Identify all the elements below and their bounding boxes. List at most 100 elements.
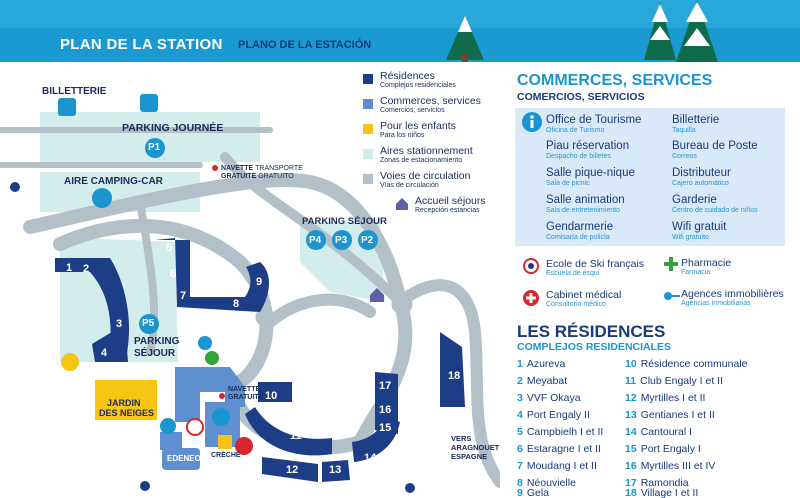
residences-subtitle: COMPLEJOS RESIDENCIALES <box>517 341 672 353</box>
aire-camping-car-label: AIRE CAMPING-CAR <box>64 176 163 187</box>
edeneo-label: EDENEO <box>167 454 201 463</box>
fir-tree-icon <box>676 0 718 62</box>
medical-cross-icon <box>235 437 253 455</box>
house-icon <box>370 288 384 302</box>
navette-stop-icon <box>219 393 225 399</box>
residence-blocks <box>55 238 465 482</box>
jardin-label: JARDIN <box>107 398 141 408</box>
roads <box>0 127 500 488</box>
residence-number: 10 <box>265 390 278 402</box>
residence-number: 5 <box>166 242 173 254</box>
info-icon <box>522 112 542 132</box>
legend-label: Aires stationnement <box>380 145 473 157</box>
residence-number: 3 <box>116 318 123 330</box>
parking-journee-label: PARKING JOURNÉE <box>122 122 224 134</box>
residence-number: 2 <box>83 263 90 275</box>
fir-tree-icon <box>446 16 484 62</box>
vers-label-3: ESPAGNE <box>451 452 488 461</box>
skier-icon <box>140 481 150 491</box>
skier-icon <box>10 182 20 192</box>
creche-label: CRÈCHE <box>211 452 241 459</box>
jardin-label-2: DES NEIGES <box>99 408 155 418</box>
residence-number: 18 <box>448 370 461 382</box>
legend-sublabel: Complejos residenciales <box>380 82 456 89</box>
legend-label: Résidences <box>380 70 435 82</box>
ski-school-icon <box>523 258 539 274</box>
key-icon <box>664 292 680 300</box>
residence-number: 9 <box>256 276 263 288</box>
legend-label: Commerces, services <box>380 95 481 107</box>
services-box <box>515 108 785 246</box>
residences-title: LES RÉSIDENCES <box>517 322 666 341</box>
ticket-icon <box>58 98 76 116</box>
page-subtitle: PLANO DE LA ESTACIÓN <box>238 39 372 51</box>
p1-label: P1 <box>148 142 161 153</box>
key-icon <box>198 336 212 350</box>
jardin-des-neiges-area <box>95 380 157 420</box>
legend-sublabel: Zonas de estacionamiento <box>380 157 463 164</box>
residence-number: 8 <box>233 298 240 310</box>
services-subtitle: COMERCIOS, SERVICIOS <box>517 91 645 103</box>
p5-label: P5 <box>142 318 155 329</box>
vers-label: VERS <box>451 434 472 443</box>
house-icon <box>396 198 408 210</box>
map-canvas <box>0 94 500 493</box>
legend-sublabel: Recepción estancias <box>415 207 480 214</box>
camping-car-icon <box>92 188 112 208</box>
residence-number: 12 <box>286 464 299 476</box>
p4-label: P4 <box>309 235 322 246</box>
toilets-icon <box>160 418 176 434</box>
parking-signs <box>139 138 378 334</box>
creche-area <box>218 435 232 449</box>
page-title: PLAN DE LA STATION <box>60 36 223 53</box>
billetterie-label: BILLETTERIE <box>42 86 107 97</box>
info-icon <box>212 408 230 426</box>
legend-swatch <box>363 124 373 134</box>
services-title: COMMERCES, SERVICES <box>517 72 713 89</box>
residence-number: 13 <box>329 464 342 476</box>
legend-sublabel: Comercios, servicios <box>380 107 445 114</box>
legend-label: Accueil séjours <box>415 195 486 207</box>
parking-sejour-left-label: PARKING <box>134 336 180 347</box>
legend-sublabel: Vías de circulación <box>380 182 439 189</box>
navette-label: NAVETTE TRANSPORTE <box>221 165 303 172</box>
ski-school-icon <box>186 418 204 436</box>
parking-sejour-left-label-2: SÉJOUR <box>134 348 176 359</box>
pharmacy-cross-icon <box>664 257 678 271</box>
residence-number: 11 <box>290 430 302 442</box>
residence-number: 17 <box>379 380 392 392</box>
